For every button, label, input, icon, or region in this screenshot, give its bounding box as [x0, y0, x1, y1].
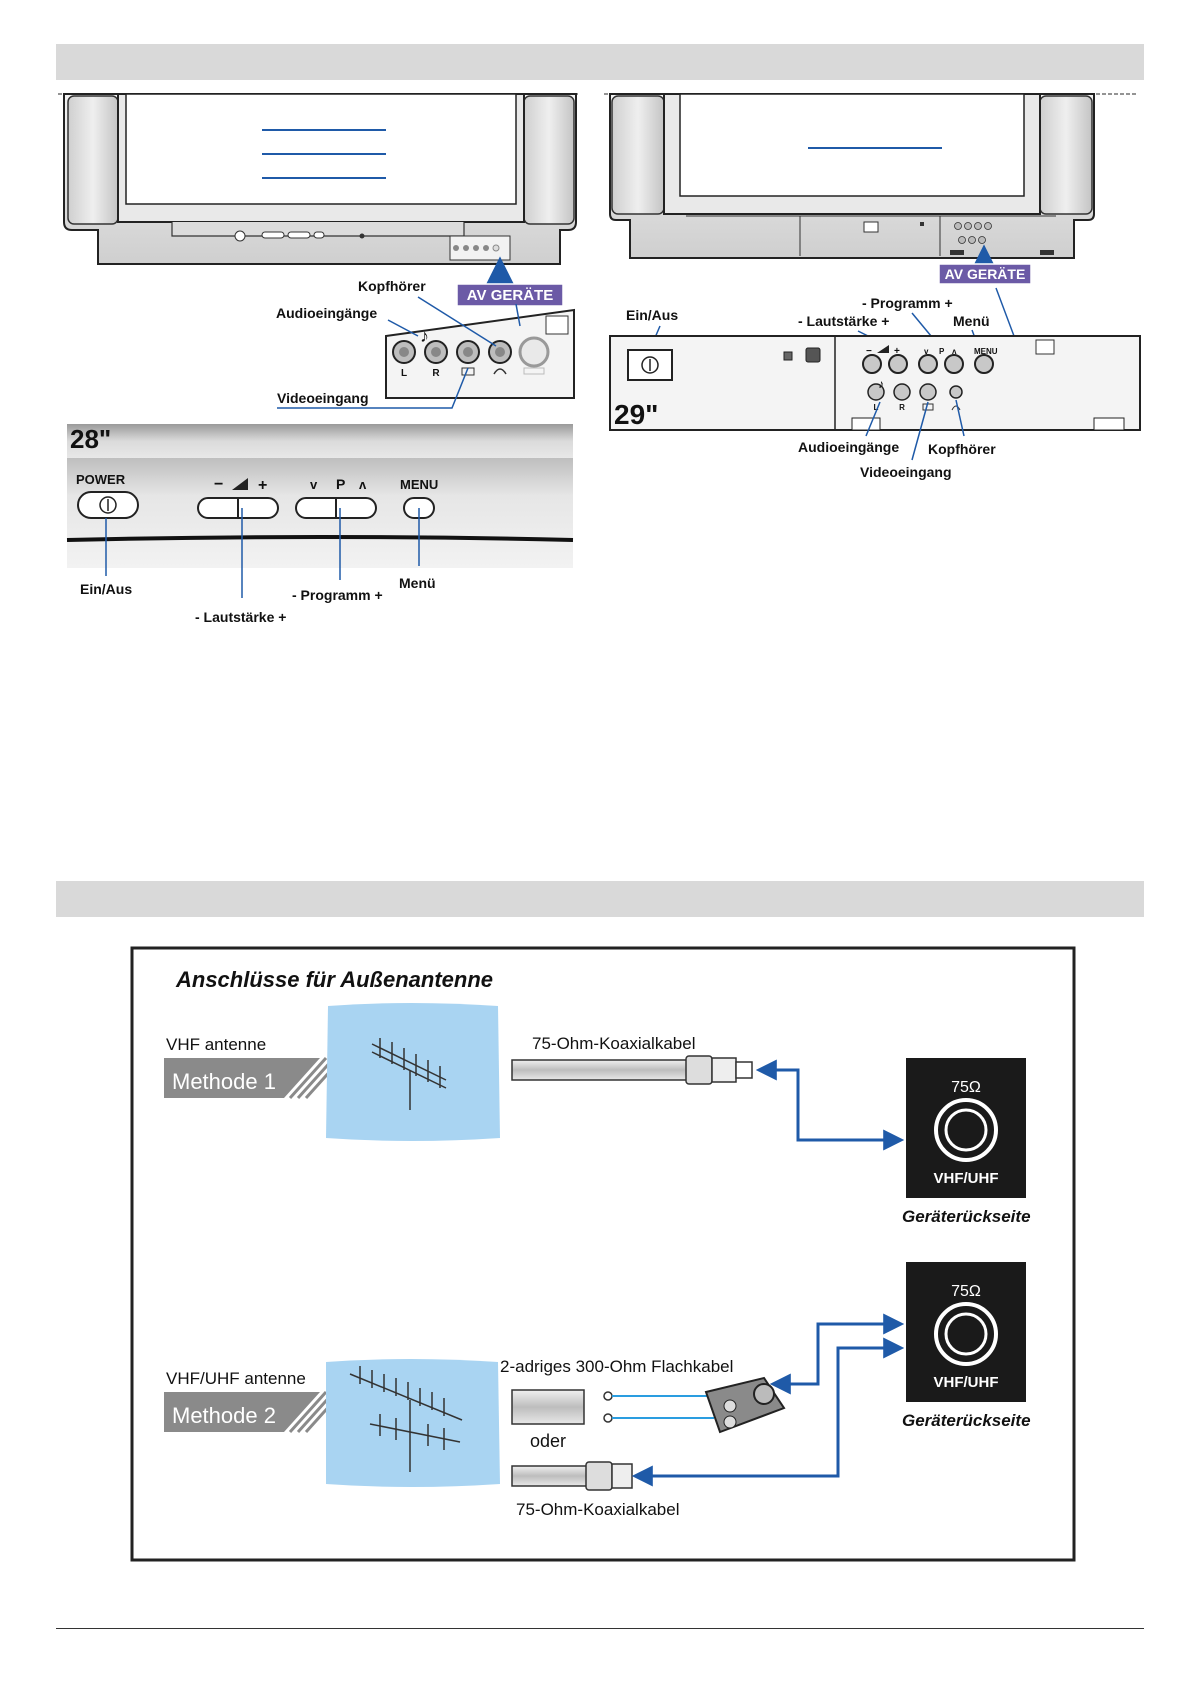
method2-antenna-label: VHF/UHF antenne — [166, 1369, 306, 1388]
audio-jack-left — [867, 383, 885, 401]
tv29-front-view — [604, 93, 1138, 259]
method1-rear-label: Geräterückseite — [902, 1207, 1031, 1226]
svideo-jack — [518, 336, 550, 368]
tv29-label-power: Ein/Aus — [626, 307, 678, 323]
volume-up-button[interactable] — [888, 354, 908, 374]
method1-badge — [164, 1058, 320, 1098]
volume-icon — [877, 345, 889, 353]
svg-text:R: R — [899, 403, 905, 412]
music-note-icon: ♪ — [420, 326, 429, 346]
tv28-front-view — [58, 93, 578, 265]
tv29-label-video-input: Videoeingang — [860, 464, 952, 480]
svg-text:75Ω: 75Ω — [951, 1079, 981, 1096]
svg-text:AV GERÄTE: AV GERÄTE — [945, 266, 1026, 282]
tv29-label-headphones: Kopfhörer — [928, 441, 996, 457]
section-header-bar-top — [56, 44, 1144, 80]
tv28-size-label: 28" — [70, 424, 111, 454]
volume-icon — [232, 478, 248, 490]
svg-text:L: L — [874, 403, 879, 412]
tv28-label-volume: - Lautstärke + — [195, 609, 286, 625]
speaker-left — [67, 95, 119, 225]
method2-coax-cable — [511, 1465, 589, 1487]
method2-antenna-sky — [326, 1359, 500, 1487]
svg-text:ʌ: ʌ — [952, 347, 957, 356]
svg-text:−: − — [214, 476, 223, 493]
power-icon — [99, 496, 117, 514]
svg-text:75Ω: 75Ω — [951, 1283, 981, 1300]
method2-coax-label: 75-Ohm-Koaxialkabel — [516, 1500, 679, 1519]
svg-text:ʌ: ʌ — [359, 477, 367, 492]
method2-flat-cable-label: 2-adriges 300-Ohm Flachkabel — [500, 1357, 733, 1376]
svg-text:P: P — [939, 347, 945, 356]
tv29-screen — [679, 93, 1025, 197]
svg-text:R: R — [432, 368, 440, 379]
svg-text:Methode 1: Methode 1 — [172, 1069, 276, 1094]
svg-text:VHF/UHF: VHF/UHF — [934, 1374, 999, 1391]
tv28-control-panel: 28" POWER − + v P ʌ MENU — [66, 424, 574, 568]
volume-down-button[interactable] — [862, 354, 882, 374]
section-header-bar-antenna — [56, 881, 1144, 917]
program-down-button[interactable] — [918, 354, 938, 374]
tv29-av-badge: AV GERÄTE — [938, 244, 1032, 285]
tv28-label-audio-inputs: Audioeingänge — [276, 305, 377, 321]
music-note-icon: ♪ — [878, 377, 884, 391]
svg-text:Methode 2: Methode 2 — [172, 1403, 276, 1428]
svg-text:MENU: MENU — [974, 347, 998, 356]
menu-button[interactable] — [974, 354, 994, 374]
method1-cable-label: 75-Ohm-Koaxialkabel — [532, 1034, 695, 1053]
tv28-label-program: - Programm + — [292, 587, 383, 603]
speaker-right — [1039, 95, 1093, 215]
footer-rule — [56, 1628, 1144, 1629]
antenna-connection-box: Anschlüsse für Außenantenne VHF antenne … — [130, 946, 1076, 1562]
method2-or-label: oder — [530, 1431, 566, 1451]
headphone-icon — [951, 405, 961, 411]
headphone-jack — [949, 385, 963, 399]
method1-rear-socket — [906, 1058, 1026, 1198]
tv29-size-label: 29" — [614, 399, 658, 430]
headphone-icon — [493, 368, 507, 375]
tv28-screen — [125, 93, 517, 205]
method2-badge — [164, 1392, 320, 1432]
tv28-label-headphones: Kopfhörer — [358, 278, 426, 294]
tv28-label-power: Ein/Aus — [80, 581, 132, 597]
video-jack — [919, 383, 937, 401]
svg-text:POWER: POWER — [76, 472, 126, 487]
svg-text:v: v — [924, 347, 929, 356]
method1-antenna-label: VHF antenne — [166, 1035, 266, 1054]
svg-text:L: L — [401, 368, 407, 379]
svg-text:MENU: MENU — [400, 477, 438, 492]
svg-text:−: − — [866, 346, 872, 357]
tv28-av-badge: AV GERÄTE — [456, 256, 564, 307]
speaker-left — [611, 95, 665, 215]
method1-coax-cable — [511, 1059, 697, 1081]
speaker-right — [523, 95, 575, 225]
method2-rear-label: Geräterückseite — [902, 1411, 1031, 1430]
method2-rear-socket — [906, 1262, 1026, 1402]
svg-text:+: + — [894, 346, 900, 357]
tv28-av-jack-panel: L R ♪ — [385, 303, 575, 399]
program-up-button[interactable] — [944, 354, 964, 374]
svg-text:+: + — [258, 477, 267, 494]
audio-jack-right — [893, 383, 911, 401]
tv29-label-program: - Programm + — [862, 295, 953, 311]
svg-text:v: v — [310, 477, 318, 492]
tv29-label-menu: Menü — [953, 313, 990, 329]
vhf-antenna-icon — [371, 1038, 447, 1110]
svg-text:AV GERÄTE: AV GERÄTE — [467, 287, 553, 304]
svg-text:P: P — [336, 476, 345, 492]
power-icon — [641, 356, 659, 374]
tv29-label-volume: - Lautstärke + — [798, 313, 889, 329]
coax-plug — [735, 1061, 753, 1079]
tv28-label-video-input: Videoeingang — [277, 390, 369, 406]
svg-text:VHF/UHF: VHF/UHF — [934, 1170, 999, 1187]
method2-flat-cable — [511, 1389, 585, 1425]
antenna-title: Anschlüsse für Außenantenne — [175, 967, 493, 992]
vhf-uhf-antenna-icon — [349, 1366, 463, 1472]
tv29-label-audio-inputs: Audioeingänge — [798, 439, 899, 455]
tv28-label-menu: Menü — [399, 575, 436, 591]
